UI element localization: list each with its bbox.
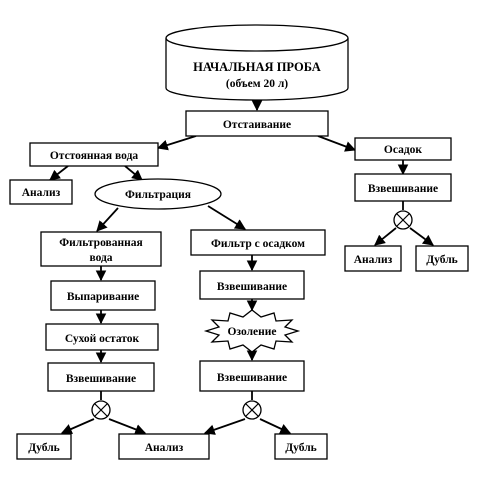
node-ash-weighing-label: Взвешивание (217, 372, 287, 384)
node-sediment-analysis: Анализ (344, 245, 402, 272)
node-sediment-duplicate-label: Дубль (426, 254, 458, 266)
node-evaporation-label: Выпаривание (67, 291, 139, 303)
node-ash-weighing: Взвешивание (199, 360, 305, 392)
node-settling-label: Отстаивание (223, 119, 291, 131)
node-sediment: Осадок (354, 137, 452, 161)
edges (49, 100, 434, 435)
node-settling: Отстаивание (185, 110, 329, 137)
node-analysis-bottom-label: Анализ (145, 442, 184, 454)
edge-filtration-to-filter (207, 205, 246, 230)
edge-rightcross-to-duplicate (259, 418, 291, 434)
node-settled-water-label: Отстоянная вода (50, 150, 139, 162)
node-sediment-duplicate: Дубль (415, 245, 469, 272)
edge-sedcross-to-duplicate (409, 227, 434, 246)
node-dry-residue-label: Сухой остаток (65, 333, 140, 345)
node-filter-weighing-label: Взвешивание (217, 281, 287, 293)
node-sediment-label: Осадок (384, 144, 423, 156)
node-duplicate-left-label: Дубль (28, 442, 60, 454)
node-sediment-weighing-label: Взвешивание (368, 183, 438, 195)
edge-water-to-analysis (49, 165, 69, 181)
node-analysis-water-label: Анализ (22, 187, 61, 199)
edge-settling-to-water (156, 135, 197, 151)
edge-settling-to-sediment (317, 135, 357, 152)
node-filtration-label: Фильтрация (125, 189, 191, 201)
start-sample-cylinder: НАЧАЛЬНАЯ ПРОБА (объем 20 л) (165, 24, 349, 101)
node-filtered-water-line2: вода (89, 252, 112, 264)
node-duplicate-left: Дубль (16, 433, 72, 460)
right-split-cross (242, 400, 262, 420)
node-analysis-bottom: Анализ (118, 433, 210, 460)
edge-filtration-to-filtered-water (96, 207, 119, 232)
node-sediment-analysis-label: Анализ (354, 254, 393, 266)
node-duplicate-right-label: Дубль (285, 442, 317, 454)
node-analysis-water: Анализ (9, 179, 73, 205)
node-filtered-water-line1: Фильтрованная (59, 237, 142, 249)
node-residue-weighing-label: Взвешивание (66, 373, 136, 385)
sediment-split-cross (393, 210, 413, 230)
node-evaporation: Выпаривание (50, 280, 156, 311)
node-duplicate-right: Дубль (274, 433, 328, 460)
start-sample-volume: (объем 20 л) (226, 78, 288, 90)
node-ashing-label: Озоление (227, 326, 276, 338)
node-filter-with-sediment-label: Фильтр с осадком (211, 238, 305, 250)
node-settled-water: Отстоянная вода (29, 142, 159, 167)
edge-sedcross-to-analysis (374, 227, 397, 246)
edge-leftcross-to-analysis (108, 418, 147, 435)
node-filter-weighing: Взвешивание (199, 270, 305, 300)
edge-rightcross-to-analysis (203, 418, 246, 435)
edge-leftcross-to-duplicate (61, 418, 95, 435)
node-sediment-weighing: Взвешивание (354, 173, 452, 202)
edge-water-to-filtration (124, 165, 143, 181)
node-residue-weighing: Взвешивание (47, 362, 155, 392)
node-filter-with-sediment: Фильтр с осадком (190, 229, 326, 256)
left-split-cross (91, 400, 111, 420)
node-dry-residue: Сухой остаток (45, 323, 159, 351)
node-filtration: Фильтрация (94, 178, 222, 210)
node-ashing: Озоление (203, 309, 301, 353)
start-sample-title: НАЧАЛЬНАЯ ПРОБА (193, 60, 321, 74)
node-filtered-water: Фильтрованная вода (40, 231, 162, 267)
